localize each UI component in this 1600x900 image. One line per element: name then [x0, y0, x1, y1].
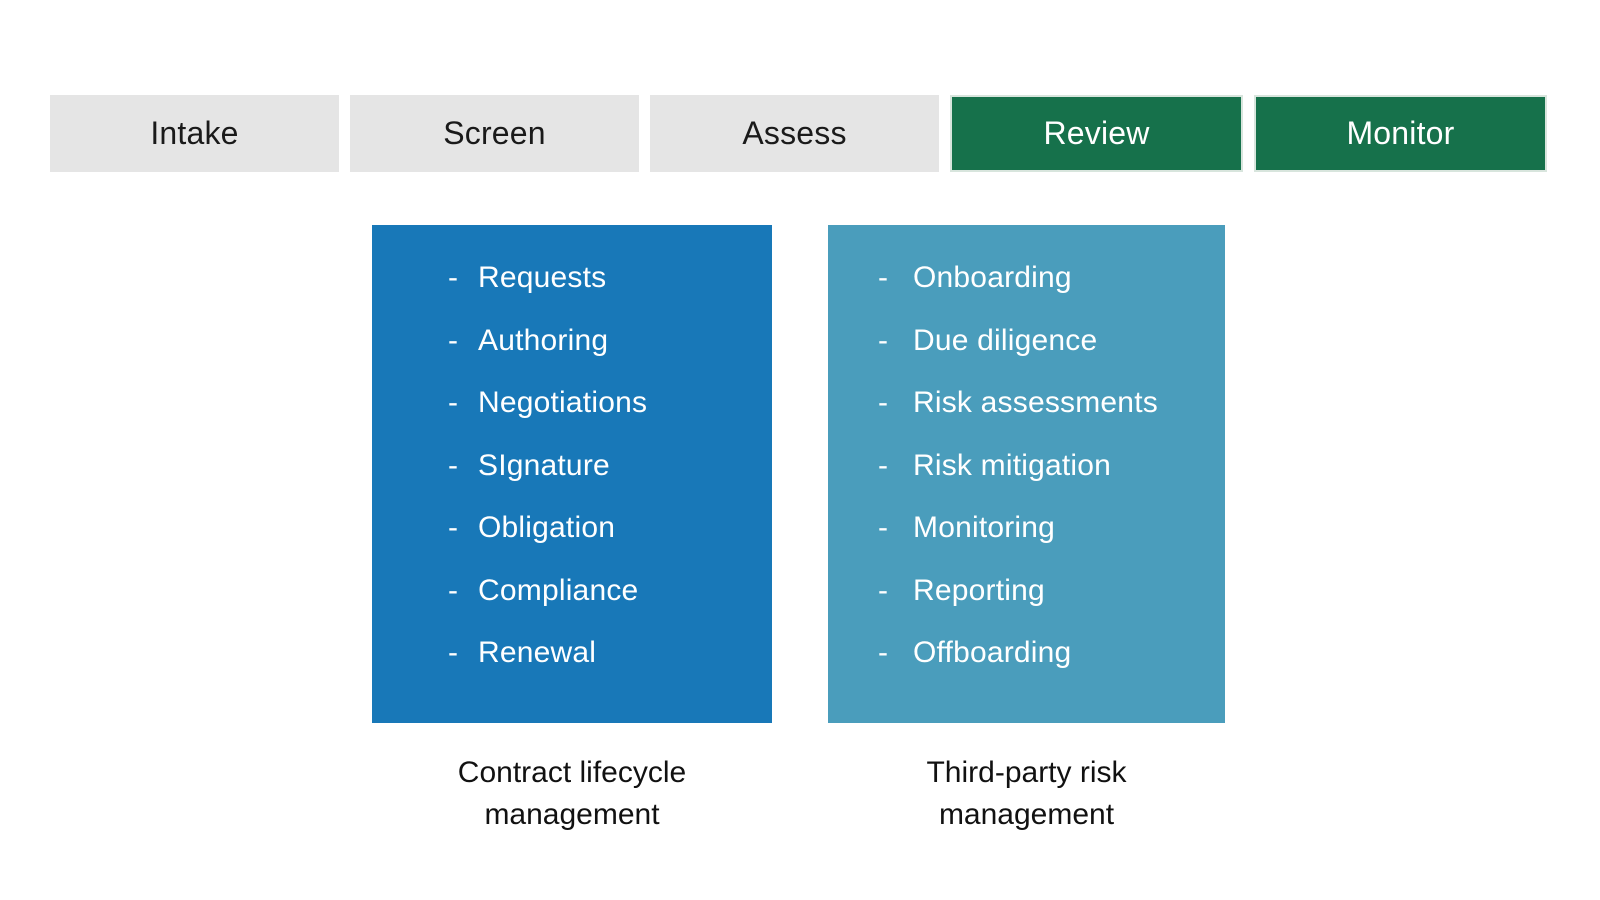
- dash-bullet: -: [448, 573, 459, 607]
- list-item: -Authoring: [448, 310, 772, 373]
- list-item-label: Renewal: [478, 636, 597, 670]
- list-item: -Risk assessments: [878, 372, 1225, 435]
- dash-bullet: -: [448, 261, 459, 295]
- list-item-label: Risk mitigation: [913, 448, 1112, 482]
- list-item-label: Due diligence: [913, 323, 1098, 357]
- list-item-label: Compliance: [478, 573, 639, 607]
- list-item: -Requests: [448, 247, 772, 310]
- list-item: -Renewal: [448, 622, 772, 685]
- third-party-risk-management-box: -Onboarding-Due diligence-Risk assessmen…: [828, 225, 1225, 723]
- list-item: -Negotiations: [448, 372, 772, 435]
- list-item-label: Offboarding: [913, 636, 1072, 670]
- list-item: -Risk mitigation: [878, 435, 1225, 498]
- list-item-label: SIgnature: [478, 448, 610, 482]
- list-item-label: Obligation: [478, 511, 616, 545]
- list-item: -Offboarding: [878, 622, 1225, 685]
- list-item: -Obligation: [448, 497, 772, 560]
- stage-intake: Intake: [50, 95, 339, 172]
- contract-lifecycle-management-list: -Requests-Authoring-Negotiations-SIgnatu…: [372, 225, 772, 685]
- third-party-risk-management-list: -Onboarding-Due diligence-Risk assessmen…: [828, 225, 1225, 685]
- dash-bullet: -: [878, 386, 889, 420]
- dash-bullet: -: [448, 386, 459, 420]
- list-item: -Monitoring: [878, 497, 1225, 560]
- dash-bullet: -: [448, 511, 459, 545]
- dash-bullet: -: [878, 448, 889, 482]
- list-item-label: Risk assessments: [913, 386, 1158, 420]
- dash-bullet: -: [878, 636, 889, 670]
- list-item-label: Onboarding: [913, 261, 1072, 295]
- stage-monitor: Monitor: [1254, 95, 1547, 172]
- list-item: -Compliance: [448, 560, 772, 623]
- list-item: -Onboarding: [878, 247, 1225, 310]
- dash-bullet: -: [448, 448, 459, 482]
- list-item: -Reporting: [878, 560, 1225, 623]
- dash-bullet: -: [878, 261, 889, 295]
- list-item-label: Requests: [478, 261, 607, 295]
- list-item-label: Reporting: [913, 573, 1045, 607]
- stage-review: Review: [950, 95, 1243, 172]
- list-item-label: Negotiations: [478, 386, 648, 420]
- contract-lifecycle-management-box: -Requests-Authoring-Negotiations-SIgnatu…: [372, 225, 772, 723]
- contract-lifecycle-management-caption: Contract lifecycle management: [457, 756, 687, 831]
- dash-bullet: -: [448, 636, 459, 670]
- stage-assess: Assess: [650, 95, 939, 172]
- list-item-label: Monitoring: [913, 511, 1056, 545]
- stage-screen: Screen: [350, 95, 639, 172]
- dash-bullet: -: [448, 323, 459, 357]
- dash-bullet: -: [878, 323, 889, 357]
- dash-bullet: -: [878, 573, 889, 607]
- list-item: -Due diligence: [878, 310, 1225, 373]
- third-party-risk-management-caption: Third-party risk management: [926, 756, 1127, 831]
- dash-bullet: -: [878, 511, 889, 545]
- list-item-label: Authoring: [478, 323, 609, 357]
- list-item: -SIgnature: [448, 435, 772, 498]
